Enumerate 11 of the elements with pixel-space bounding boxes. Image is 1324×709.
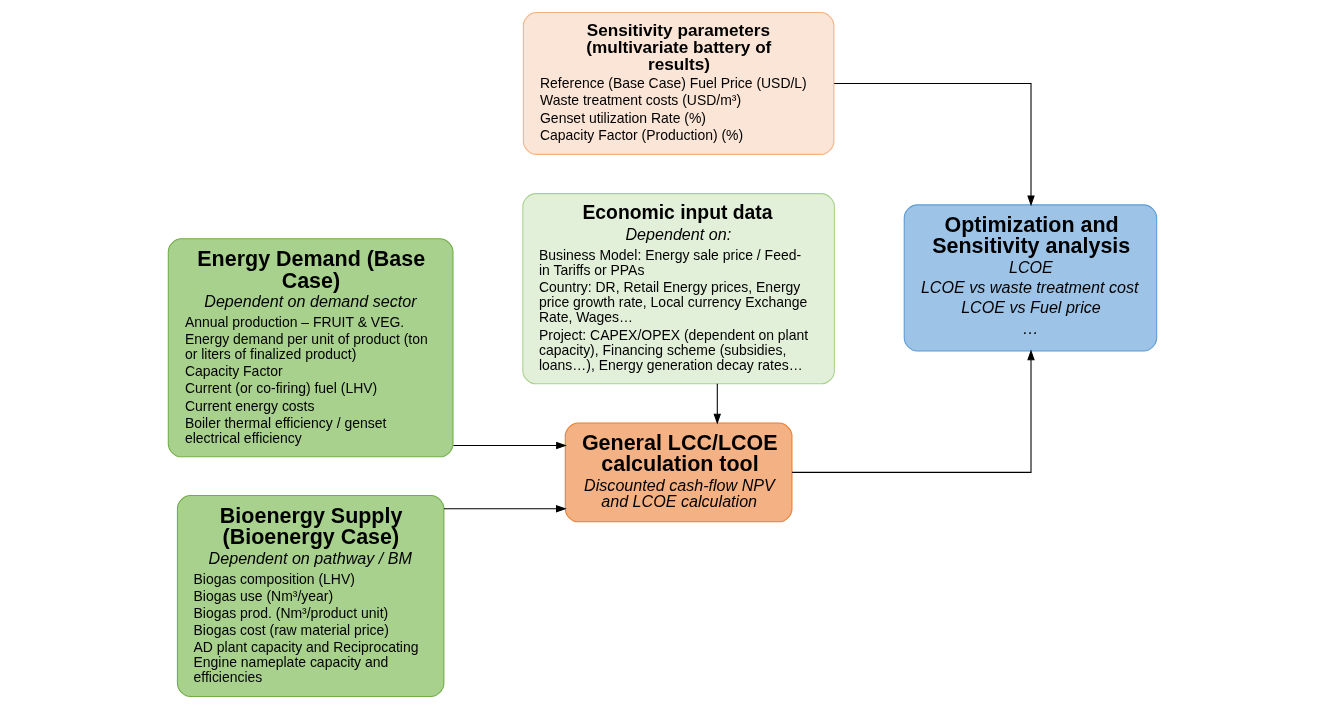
node-box: General LCC/LCOE calculation tool Discounted cash-flow NPV and LCOE calculation — [564, 422, 792, 523]
node-box: Sensitivity parameters (multivariate battery of results) Reference (Base Case) Fuel Price (USD/L) Waste treatment costs (USD/m³) Genset utilization Rate (%) Capacity Factor (Production) (%) — [522, 12, 834, 155]
arrow — [713, 383, 721, 425]
arrow — [442, 504, 567, 513]
arrow — [791, 349, 1035, 473]
arrow — [452, 441, 567, 450]
node-box: Energy Demand (Base Case) Dependent on demand sector Annual production – FRUIT & VEG. Energy demand per unit of product (ton or liters of finalized product) Capacity Factor Current (or co-firing) fuel (LHV) Current energy costs Boiler thermal efficiency / genset electrical efficiency — [167, 238, 454, 458]
node-box: Bioenergy Supply (Bioenergy Case) Dependent on pathway / BM Biogas composition (LHV) Biogas use (Nm³/year) Biogas prod. (Nm³/product unit) Biogas cost (raw material price) AD plant capacity and Reciprocating Engine nameplate capacity and efficiencies — [176, 494, 444, 697]
arrow — [833, 82, 1035, 207]
node-box: Economic input data Dependent on: Business Model: Energy sale price / Feed-in Tariffs or PPAs Country: DR, Retail Energy prices, Energy price growth rate, Local currency Exchange Rate, Wages… Project: CAPEX/OPEX (dependent on plant capacity), Financing scheme (subsidies, loans…), Energy generation decay rates… — [521, 193, 835, 385]
node-box: Optimization and Sensitivity analysis LCOE LCOE vs waste treatment cost LCOE vs Fuel price … — [903, 204, 1157, 352]
